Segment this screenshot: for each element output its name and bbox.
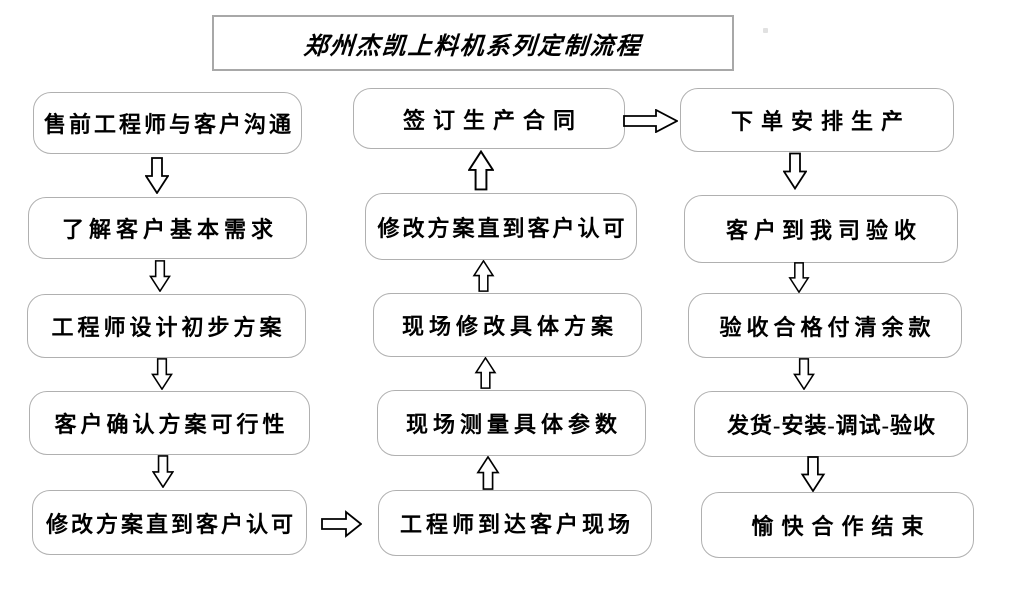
down-arrow-icon <box>788 262 810 293</box>
step-engineer-arrives-site: 工程师到达客户现场 <box>378 490 652 556</box>
step-pay-balance-after-acceptance: 验收合格付清余款 <box>688 293 962 358</box>
step-engineer-initial-design: 工程师设计初步方案 <box>27 294 306 358</box>
step-presales-communication: 售前工程师与客户沟通 <box>33 92 302 154</box>
up-arrow-icon <box>476 456 500 490</box>
step-sign-production-contract: 签订生产合同 <box>353 88 625 149</box>
up-arrow-icon <box>474 357 497 389</box>
diagram-title-box: 郑州杰凯上料机系列定制流程 <box>212 15 734 71</box>
down-arrow-icon <box>152 455 174 488</box>
up-arrow-icon <box>468 150 494 191</box>
down-arrow-icon <box>800 456 826 492</box>
step-understand-basic-needs: 了解客户基本需求 <box>28 197 307 259</box>
step-revise-until-approved-middle: 修改方案直到客户认可 <box>365 193 637 260</box>
step-customer-confirm-feasibility: 客户确认方案可行性 <box>29 391 310 455</box>
stray-anchor-dot <box>763 28 768 33</box>
step-revise-until-approved-left: 修改方案直到客户认可 <box>32 490 307 555</box>
right-arrow-icon <box>321 510 362 538</box>
up-arrow-icon <box>472 260 495 292</box>
down-arrow-icon <box>145 157 169 194</box>
step-customer-acceptance-visit: 客户到我司验收 <box>684 195 958 263</box>
step-onsite-measure-parameters: 现场测量具体参数 <box>377 390 646 456</box>
step-onsite-modify-plan: 现场修改具体方案 <box>373 293 642 357</box>
step-ship-install-debug-accept: 发货-安装-调试-验收 <box>694 391 968 457</box>
diagram-title: 郑州杰凯上料机系列定制流程 <box>302 33 643 60</box>
step-happy-cooperation-end: 愉快合作结束 <box>701 492 974 558</box>
down-arrow-icon <box>149 260 171 292</box>
step-place-production-order: 下单安排生产 <box>680 88 954 152</box>
down-arrow-icon <box>783 152 807 190</box>
down-arrow-icon <box>151 358 173 390</box>
down-arrow-icon <box>793 358 815 390</box>
right-arrow-icon <box>623 109 678 133</box>
